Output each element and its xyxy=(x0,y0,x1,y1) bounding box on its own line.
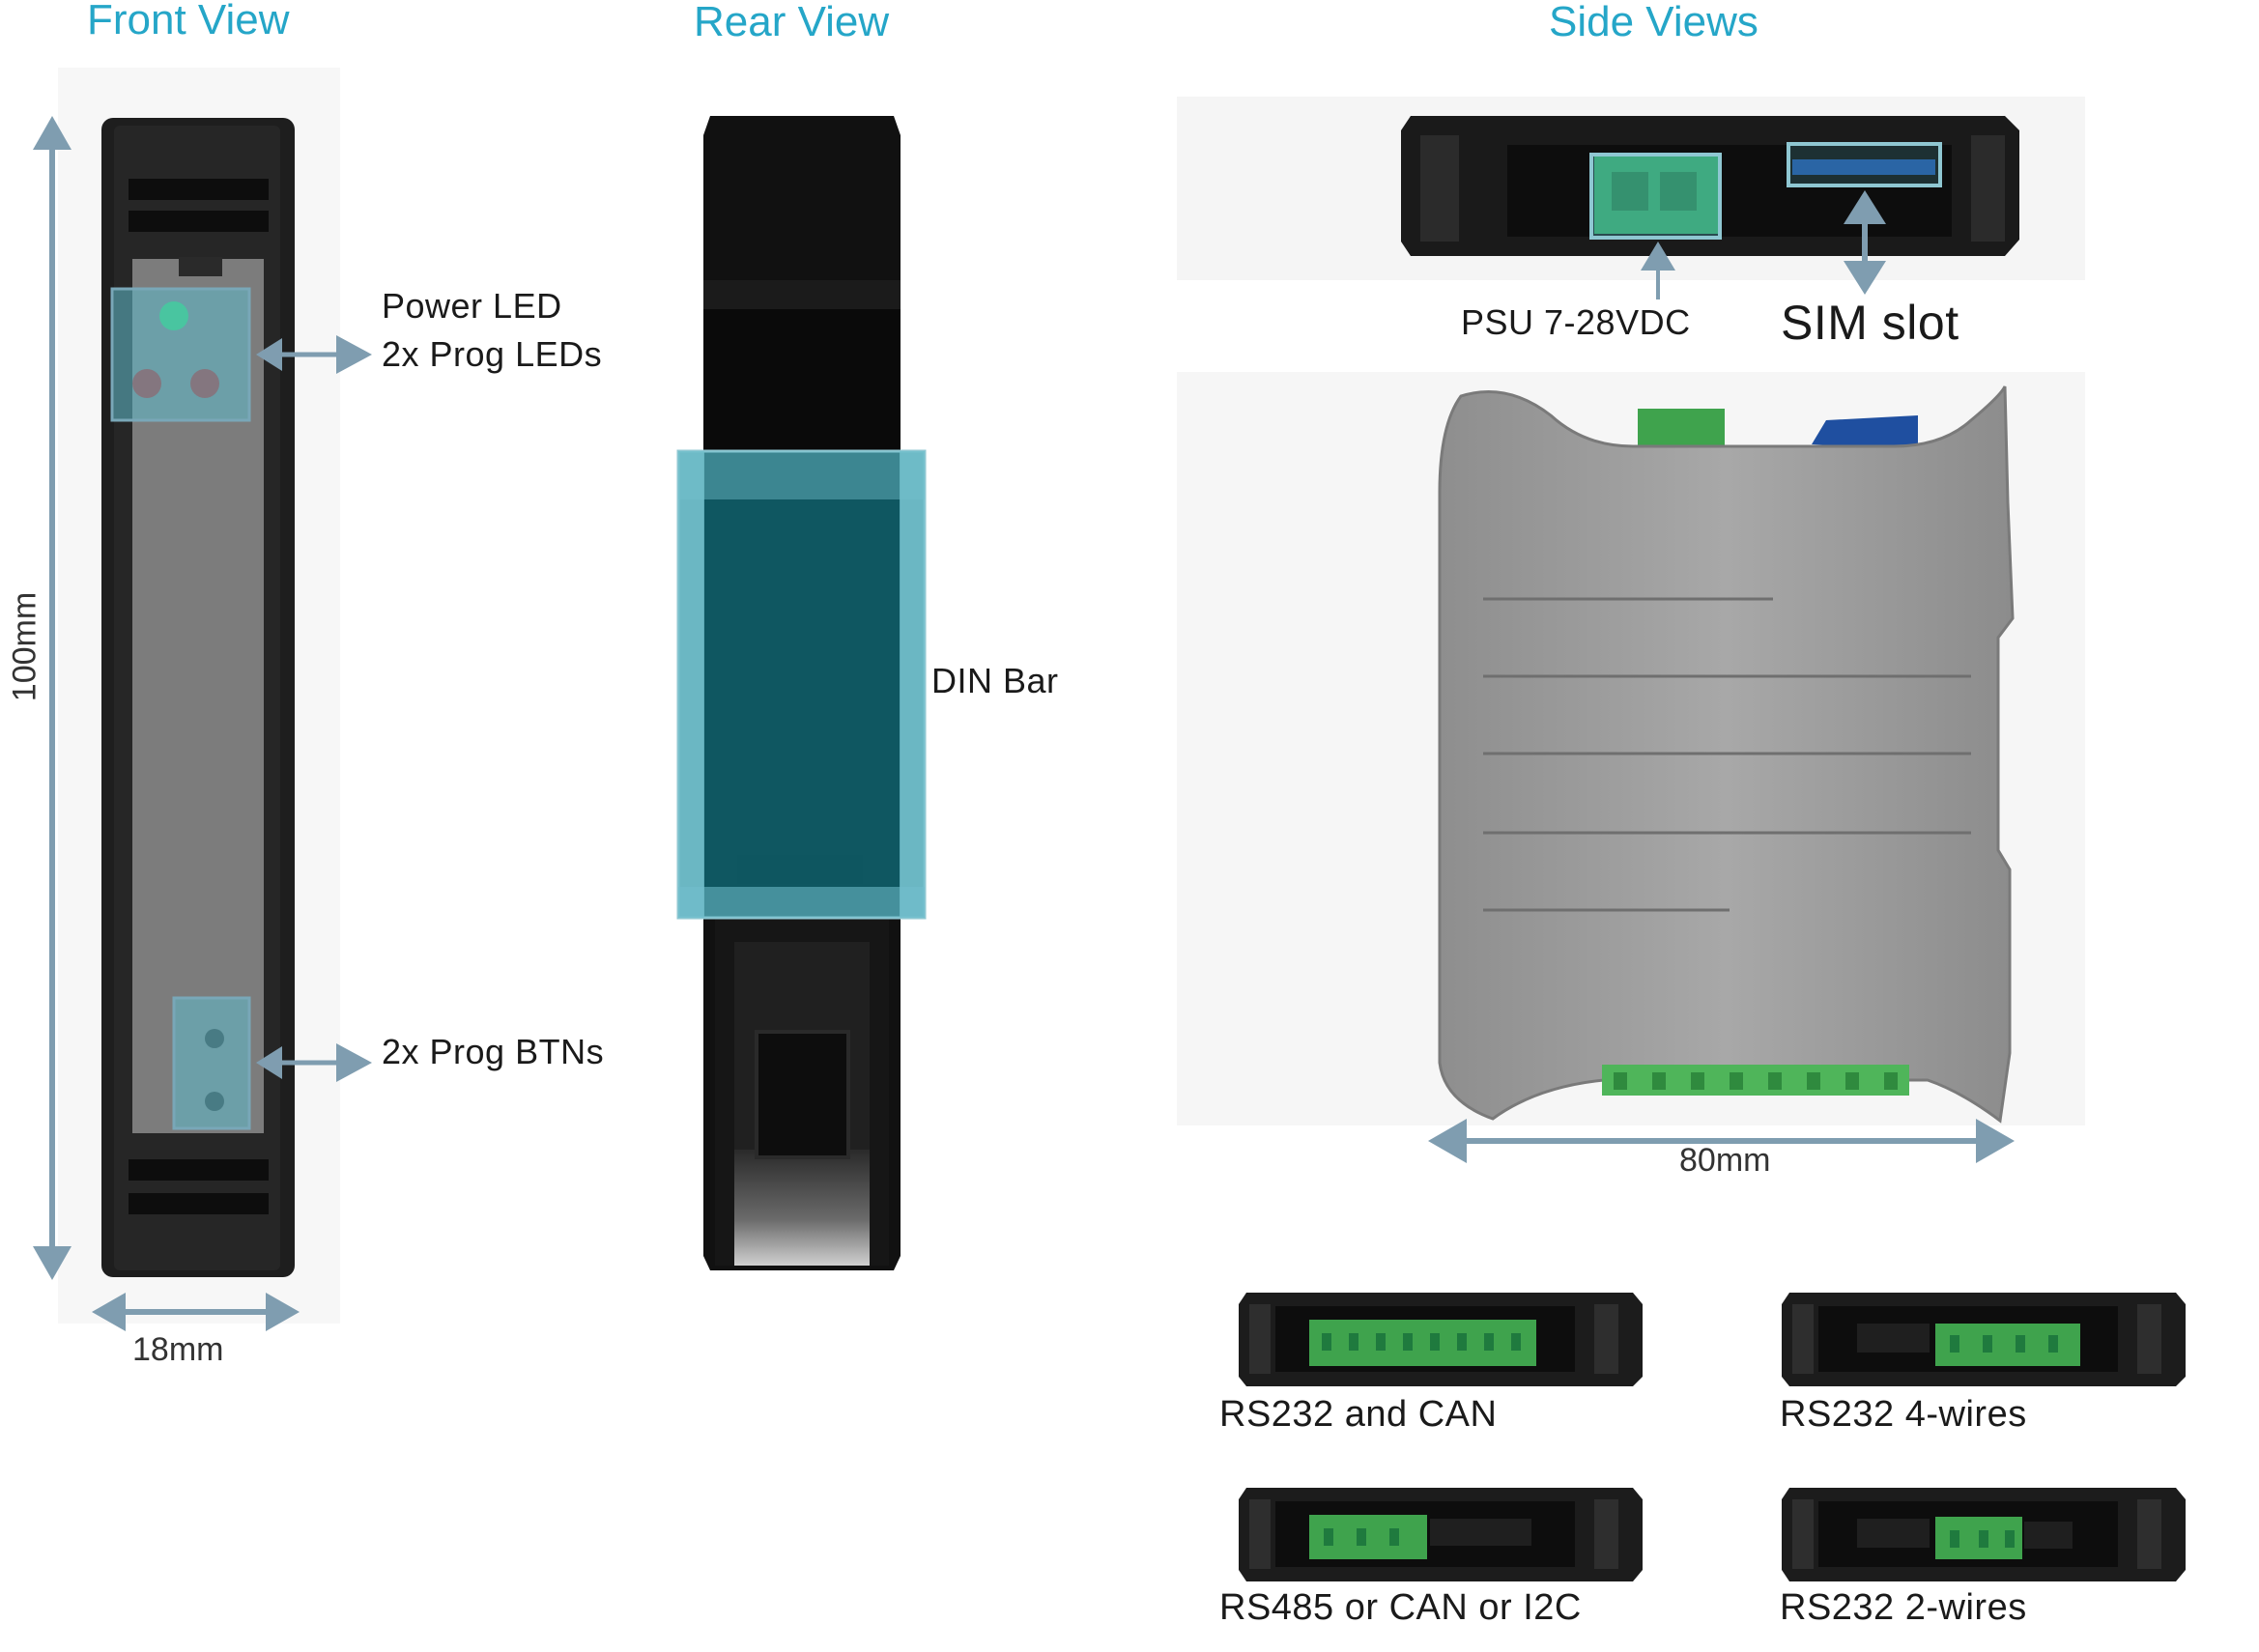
psu-highlight xyxy=(1589,153,1722,240)
variant-label: RS232 and CAN xyxy=(1219,1394,1498,1435)
height-label: 100mm xyxy=(6,591,43,702)
front-view-heading: Front View xyxy=(87,0,290,43)
variant-rs232-can xyxy=(1239,1293,1643,1386)
din-bar-highlight xyxy=(676,449,927,920)
side-width-label: 80mm xyxy=(1679,1142,1771,1179)
side-main-device xyxy=(1177,372,2085,1125)
power-led-label: Power LED xyxy=(382,286,562,326)
psu-label: PSU 7-28VDC xyxy=(1461,302,1691,342)
sim-slot-label: SIM slot xyxy=(1781,296,1959,350)
variant-rs232-4wires xyxy=(1782,1293,2186,1386)
rear-view-device xyxy=(703,116,901,1270)
din-bar-label: DIN Bar xyxy=(931,661,1059,700)
variant-label: RS485 or CAN or I2C xyxy=(1219,1587,1582,1628)
variant-rs232-2wires xyxy=(1782,1488,2186,1581)
front-view-device xyxy=(58,68,340,1324)
variant-label: RS232 4-wires xyxy=(1780,1394,2027,1435)
prog-leds-label: 2x Prog LEDs xyxy=(382,334,603,374)
side-views-heading: Side Views xyxy=(1549,0,1759,45)
rear-view-heading: Rear View xyxy=(694,0,890,45)
side-top-device xyxy=(1177,97,2085,280)
variant-label: RS232 2-wires xyxy=(1780,1587,2027,1628)
variant-rs485-can-i2c xyxy=(1239,1488,1643,1581)
front-width-label: 18mm xyxy=(132,1331,224,1368)
prog-btns-label: 2x Prog BTNs xyxy=(382,1032,605,1071)
sim-highlight xyxy=(1787,142,1942,187)
